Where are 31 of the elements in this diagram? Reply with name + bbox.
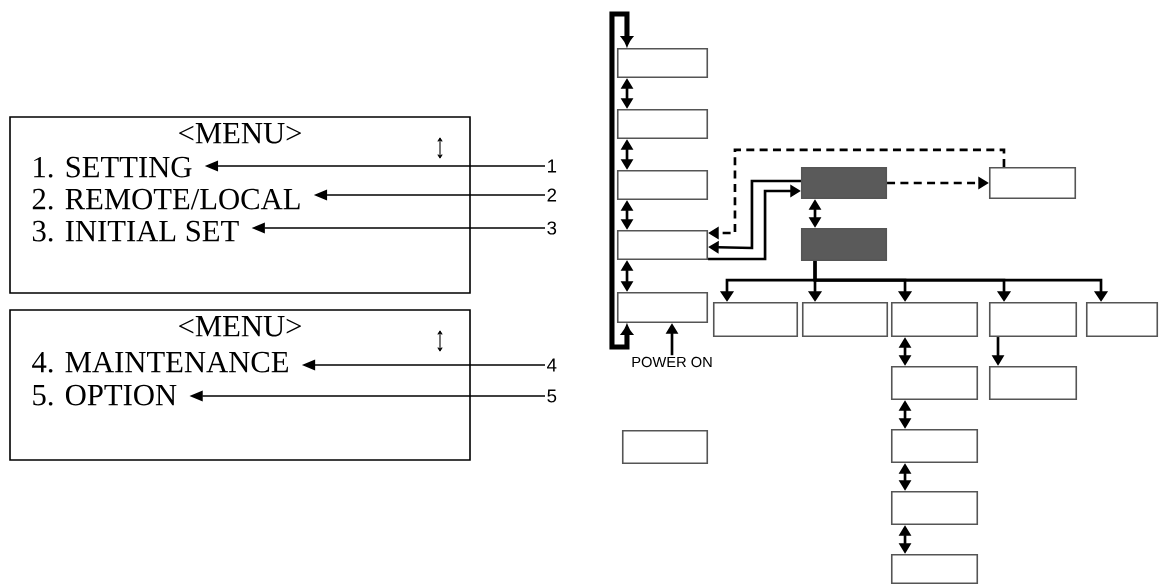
menu-box — [890, 490, 979, 526]
dark-box — [800, 166, 888, 200]
dark-box — [800, 227, 888, 262]
menu-item: 3. INITIAL SET — [32, 220, 239, 242]
power-on-label: POWER ON — [632, 356, 712, 368]
menu-box — [616, 169, 709, 201]
callout-number: 2 — [547, 188, 557, 202]
menu-box — [801, 301, 889, 338]
loop-arrow — [609, 11, 633, 350]
menu-box — [890, 365, 979, 401]
menu-box — [616, 291, 709, 324]
callout-number: 4 — [547, 358, 557, 372]
menu-box — [890, 301, 979, 338]
menu-box — [1085, 301, 1159, 338]
menu-item: 2. REMOTE/LOCAL — [32, 188, 300, 210]
menu-box — [621, 429, 709, 465]
menu-box — [616, 229, 709, 261]
menu-box — [890, 428, 979, 464]
callout-number: 3 — [547, 221, 557, 235]
menu-item: 5. OPTION — [33, 384, 177, 406]
menu-box — [616, 108, 709, 140]
callout-number: 1 — [548, 159, 557, 173]
callout-number: 5 — [547, 389, 557, 403]
menu-box — [616, 47, 709, 79]
menu-box — [988, 301, 1078, 338]
menu-item: 1. SETTING — [34, 156, 192, 178]
menu-box — [988, 365, 1078, 401]
menu-box — [988, 166, 1077, 200]
menu-box — [890, 553, 979, 585]
menu-box — [712, 301, 799, 338]
menu-item: 4. MAINTENANCE — [32, 351, 288, 373]
